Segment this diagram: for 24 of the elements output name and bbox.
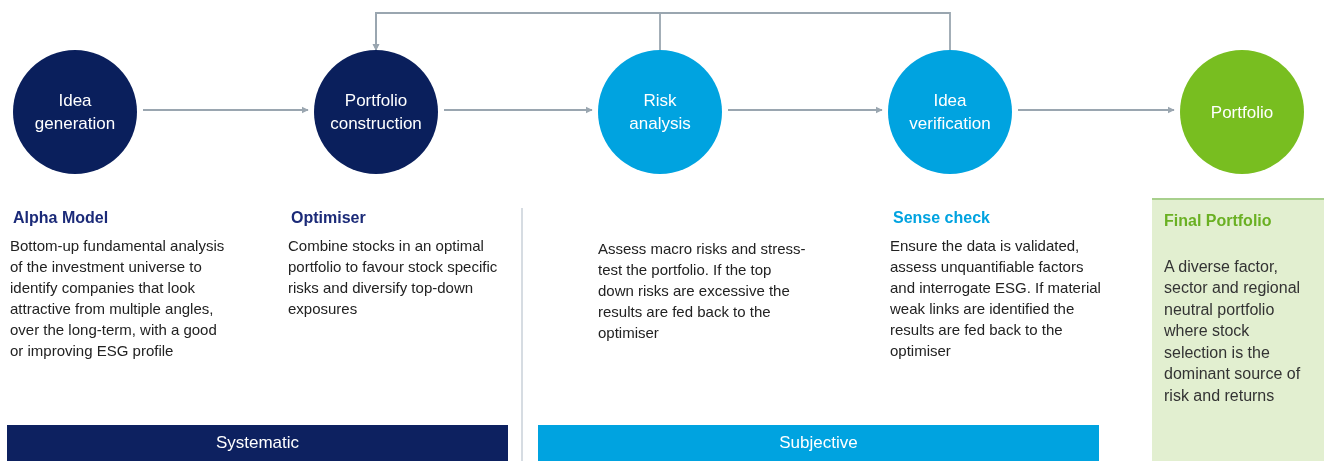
column-description: Bottom-up fundamental analysis of the investment universe to identify companies that look attractive from multiple angles, over the long-term, with a good or improving ESG profile [10,236,226,361]
result-panel [1152,198,1324,461]
step-label: Portfolio construction [330,90,422,135]
category-label: Systematic [215,433,300,453]
category-label: Subjective [779,433,858,453]
arrow [727,106,883,114]
description-text: Assess macro risks and stress-test the portfolio. If the top down risks are excessive the results are fed back to the optimiser [598,239,807,343]
arrow [443,106,593,114]
arrow [142,106,309,114]
arrow [1017,106,1175,114]
column-heading: Optimiser [291,209,367,227]
column-heading: Alpha Model [13,209,110,227]
column-description: Combine stocks in an optimal portfolio to favour stock specific risks and diversify top-down exposures [288,236,499,319]
panel-description: A diverse factor, sector and regional neutral portfolio where stock selection is the dominant source of risk and returns [1164,256,1302,406]
panel-heading: Final Portfolio [1164,211,1273,231]
step-label: Risk analysis [629,90,691,135]
category-bar [538,425,1099,461]
step-label: Portfolio [1210,101,1274,124]
arrow [372,12,951,51]
category-bar [7,425,508,461]
column-description: Ensure the data is validated, assess unquantifiable factors and interrogate ESG. If material weak links are identified the results are fed back to the optimiser [890,236,1102,361]
step-label: Idea verification [909,90,991,135]
step-label: Idea generation [34,90,116,135]
column-heading: Sense check [893,209,991,227]
